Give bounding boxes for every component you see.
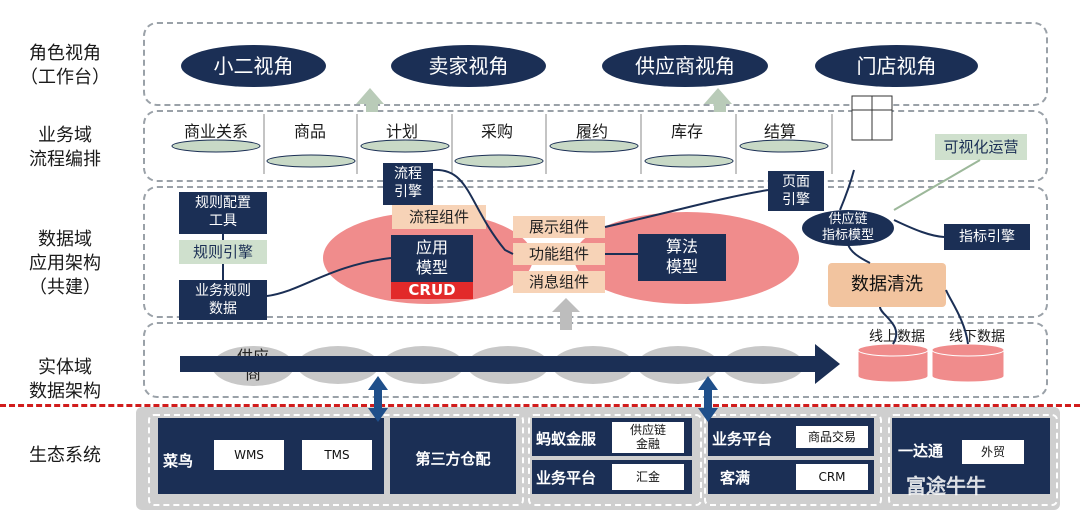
- data-clean-box[interactable]: 数据清洗: [828, 263, 946, 307]
- row-label-data: 数据域 应用架构 （共建）: [29, 229, 101, 298]
- row-label-business: 业务域 流程编排: [29, 125, 101, 170]
- role-oval-xiaoer[interactable]: 小二视角: [181, 45, 326, 87]
- rule-config-tool[interactable]: 规则配置 工具: [179, 192, 267, 234]
- crud-label: CRUD: [391, 282, 473, 299]
- flow-engine-box[interactable]: 流程 引擎: [383, 163, 433, 205]
- watermark: 富途牛牛: [906, 474, 986, 498]
- eco-group-finance: [528, 414, 702, 506]
- role-oval-seller[interactable]: 卖家视角: [391, 45, 546, 87]
- role-oval-store[interactable]: 门店视角: [815, 45, 978, 87]
- row-label-ecosystem: 生态系统: [29, 445, 101, 466]
- function-component[interactable]: 功能组件: [513, 243, 605, 265]
- biz-platform-1-label: 业务平台: [536, 469, 597, 487]
- third-party-label: 第三方仓配: [415, 450, 491, 468]
- crm-box[interactable]: CRM: [796, 464, 868, 490]
- band-business: [143, 110, 1048, 182]
- yidatong-label: 一达通: [898, 442, 944, 460]
- process-label: 商品: [293, 122, 326, 141]
- ecosystem-divider: [0, 404, 1080, 407]
- process-separators: [263, 114, 833, 174]
- wms-box[interactable]: WMS: [214, 440, 284, 470]
- eco-group-platform: [704, 414, 882, 506]
- eco-group-logistics: [148, 414, 524, 506]
- visual-ops-box[interactable]: 可视化运营: [935, 134, 1027, 160]
- rule-engine-box[interactable]: 规则引擎: [179, 240, 267, 264]
- biz-platform-2-label: 业务平台: [712, 430, 773, 448]
- role-oval-supplier[interactable]: 供应商视角: [602, 45, 768, 87]
- display-component[interactable]: 展示组件: [513, 216, 605, 238]
- third-party-box: [390, 418, 516, 494]
- eco-group-trade: [888, 414, 1058, 506]
- process-label: 履约: [575, 122, 608, 141]
- waimao-box[interactable]: 外贸: [962, 440, 1024, 464]
- algo-model-box[interactable]: 算法 模型: [638, 234, 726, 281]
- up-arrows-grey: [356, 88, 732, 112]
- process-chains: [171, 139, 829, 168]
- goods-trade-box[interactable]: 商品交易: [796, 426, 868, 448]
- row-label-entity: 实体域 数据架构: [29, 357, 101, 402]
- process-label: 商业关系: [183, 122, 248, 141]
- app-model-box[interactable]: 应用 模型: [391, 235, 473, 284]
- online-data-label: 线上数据: [869, 329, 925, 345]
- process-label: 结算: [763, 122, 796, 141]
- kemen-label: 客满: [720, 469, 751, 487]
- offline-data-label: 线下数据: [949, 329, 1005, 345]
- process-label: 计划: [385, 122, 418, 141]
- process-label: 库存: [670, 122, 703, 141]
- biz-rule-data-box[interactable]: 业务规则 数据: [179, 280, 267, 320]
- ant-label: 蚂蚁金服: [536, 430, 597, 448]
- row-label-role: 角色视角 （工作台）: [20, 43, 110, 88]
- entity-arrow: [180, 344, 840, 384]
- process-label: 采购: [480, 122, 513, 141]
- double-arrows: [368, 376, 718, 422]
- connectors: [222, 168, 969, 345]
- window-icon: [851, 95, 893, 141]
- green-links: [893, 159, 981, 211]
- cainiao-label: 菜鸟: [163, 452, 194, 470]
- huijin-box[interactable]: 汇金: [612, 464, 684, 490]
- up-arrow-components: [552, 298, 580, 330]
- supply-index-model[interactable]: 供应链 指标模型: [802, 210, 894, 246]
- tms-box[interactable]: TMS: [302, 440, 372, 470]
- flow-component[interactable]: 流程组件: [392, 205, 486, 229]
- page-engine-box[interactable]: 页面 引擎: [768, 171, 824, 211]
- supply-fin-box[interactable]: 供应链 金融: [612, 422, 684, 453]
- index-engine-box[interactable]: 指标引擎: [944, 224, 1030, 250]
- db-cylinders: [857, 343, 1005, 383]
- message-component[interactable]: 消息组件: [513, 271, 605, 293]
